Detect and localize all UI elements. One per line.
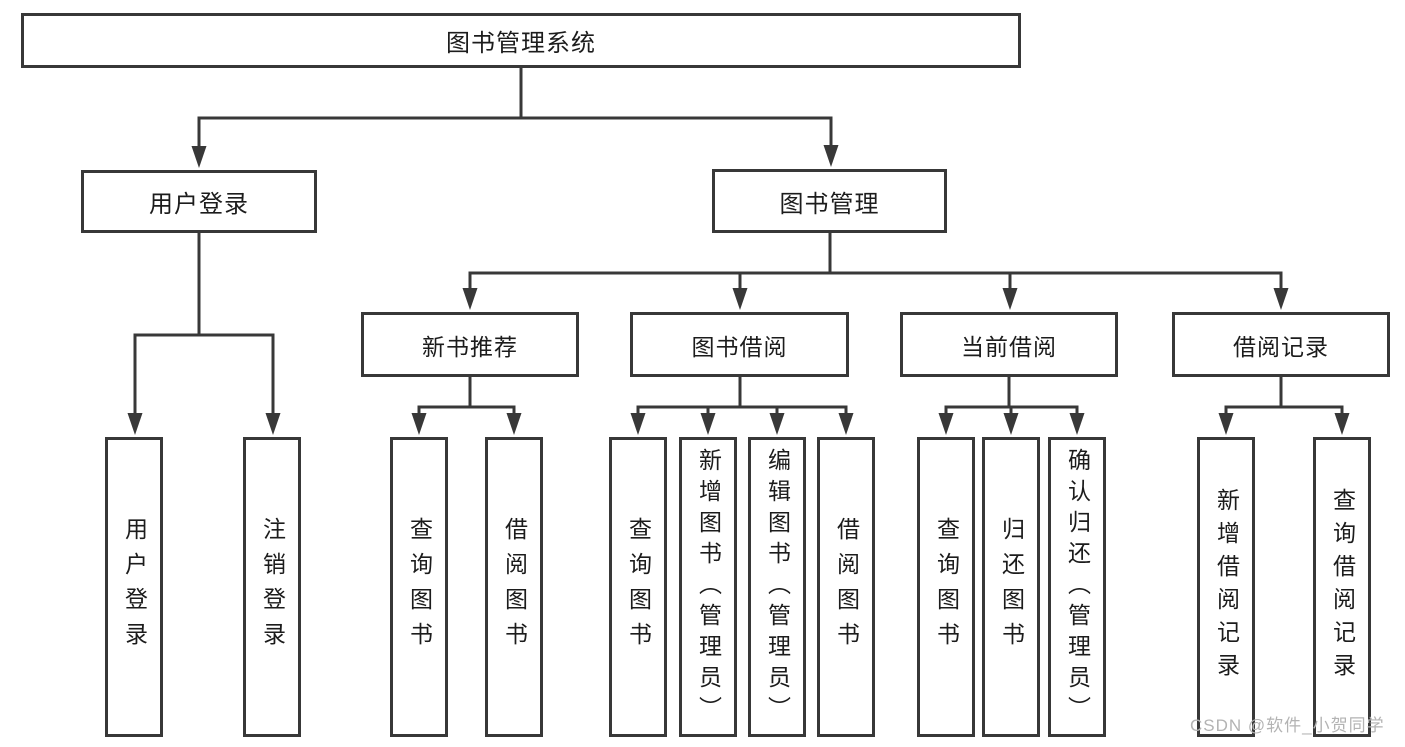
leaf-label: 借阅图书	[833, 517, 860, 657]
node-user-login: 用户登录	[81, 170, 317, 233]
node-library-system: 图书管理系统	[21, 13, 1021, 68]
leaf-confirm-return-admin: 确认归还（管理员）	[1048, 437, 1106, 737]
leaf-label: 新增图书（管理员）	[695, 447, 722, 727]
leaf-add-borrow-record: 新增借阅记录	[1197, 437, 1255, 737]
edge-borrow-record-to-leaves	[1218, 377, 1350, 435]
leaf-query-book-3: 查询图书	[917, 437, 975, 737]
leaf-label: 注销登录	[259, 517, 286, 657]
leaf-borrow-book-2: 借阅图书	[817, 437, 875, 737]
leaf-user-login: 用户登录	[105, 437, 163, 737]
leaf-add-book-admin: 新增图书（管理员）	[679, 437, 737, 737]
edge-book-borrow-to-leaves	[630, 377, 854, 435]
leaf-borrow-book-1: 借阅图书	[485, 437, 543, 737]
leaf-return-book: 归还图书	[982, 437, 1040, 737]
edge-root-to-level2	[191, 68, 839, 168]
leaf-query-borrow-record: 查询借阅记录	[1313, 437, 1371, 737]
node-book-borrow: 图书借阅	[630, 312, 849, 377]
edge-current-borrow-to-leaves	[938, 377, 1085, 435]
leaf-label: 用户登录	[121, 517, 148, 657]
leaf-label: 归还图书	[998, 517, 1025, 657]
node-book-management: 图书管理	[712, 169, 947, 233]
leaf-label: 查询借阅记录	[1329, 488, 1356, 686]
node-borrow-record: 借阅记录	[1172, 312, 1390, 377]
edge-new-book-to-leaves	[411, 377, 522, 435]
leaf-label: 查询图书	[406, 517, 433, 657]
leaf-query-book-1: 查询图书	[390, 437, 448, 737]
leaf-query-book-2: 查询图书	[609, 437, 667, 737]
leaf-label: 新增借阅记录	[1213, 488, 1240, 686]
node-new-book-recommend: 新书推荐	[361, 312, 579, 377]
leaf-label: 借阅图书	[501, 517, 528, 657]
node-current-borrow: 当前借阅	[900, 312, 1118, 377]
leaf-label: 确认归还（管理员）	[1064, 447, 1091, 727]
leaf-label: 编辑图书（管理员）	[764, 447, 791, 727]
leaf-logout: 注销登录	[243, 437, 301, 737]
leaf-label: 查询图书	[933, 517, 960, 657]
leaf-label: 查询图书	[625, 517, 652, 657]
edge-user-login-to-leaves	[127, 233, 281, 435]
edge-book-mgmt-to-level3	[462, 233, 1289, 310]
leaf-edit-book-admin: 编辑图书（管理员）	[748, 437, 806, 737]
csdn-watermark: CSDN @软件_小贺同学	[1190, 716, 1385, 735]
